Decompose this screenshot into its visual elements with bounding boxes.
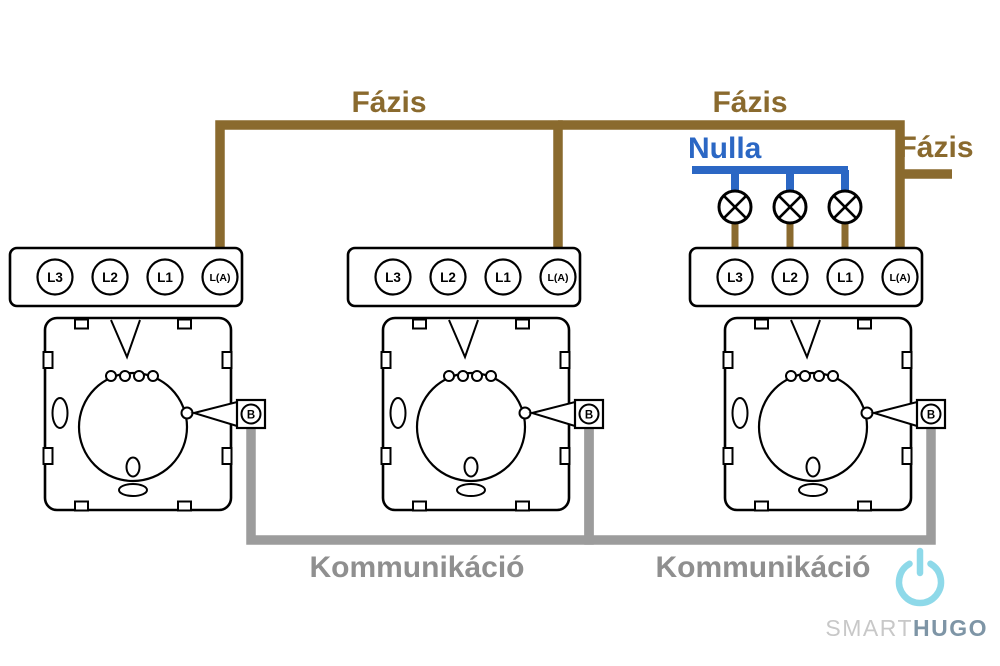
lamp-1	[717, 189, 753, 225]
smarthugo-logo: SMARTHUGO	[825, 547, 988, 641]
power-icon	[895, 560, 945, 607]
logo-text: SMARTHUGO	[825, 615, 988, 641]
phase-label-3: Fázis	[898, 131, 973, 164]
comm-wire-2	[584, 420, 936, 545]
logo-text-hugo: HUGO	[913, 615, 988, 641]
phase-label-2: Fázis	[712, 86, 787, 119]
comm-label-1: Kommunikáció	[309, 551, 524, 584]
switch-module-3	[688, 246, 947, 512]
neutral-label: Nulla	[688, 132, 762, 165]
phase-label-1: Fázis	[351, 86, 426, 119]
switch-module-2	[346, 246, 605, 512]
phase-wire-1	[215, 120, 563, 252]
lamp-2	[772, 189, 808, 225]
neutral-wire	[692, 166, 849, 192]
logo-text-smart: SMART	[825, 615, 913, 641]
switch-module-1	[8, 246, 267, 512]
phase-wire-2	[558, 120, 905, 252]
lamp-3	[827, 189, 863, 225]
comm-label-2: Kommunikáció	[655, 551, 870, 584]
